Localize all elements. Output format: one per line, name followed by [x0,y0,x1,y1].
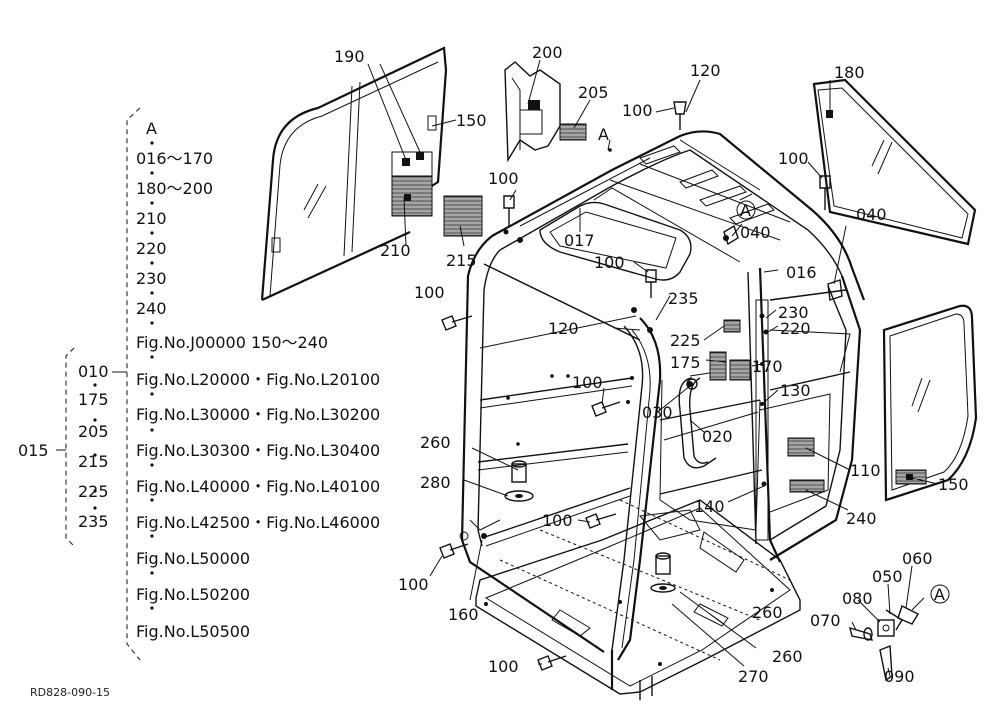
legend-group: A [146,119,157,138]
label-205 [559,123,587,141]
callout: 240 [846,509,877,528]
legend-group: Fig.No.L50200 [136,585,250,604]
bracket-040-right [827,279,843,301]
callout: 270 [738,667,769,686]
assembly-number: 015 [18,441,49,460]
callout: 070 [810,611,841,630]
callout: 050 [872,567,903,586]
callout: A [740,201,751,220]
callout: 020 [702,427,733,446]
cab-floor [475,499,801,700]
callout: 016 [786,263,817,282]
callout: 100 [398,575,429,594]
latch-assembly [849,605,919,682]
legend-group: Fig.No.L30000・Fig.No.L30200 [136,405,380,424]
legend-dots [93,141,154,610]
callout: 080 [842,589,873,608]
callout: 100 [414,283,445,302]
legend-group: 230 [136,269,167,288]
bolts [439,101,831,671]
legend-group: 016～170 [136,149,213,168]
legend-group: 240 [136,299,167,318]
callout: 205 [578,83,609,102]
callout: 225 [670,331,701,350]
sub-part: 205 [78,422,109,441]
callout-labels: 190 150 200 205 120 100 180 A 100 100 04… [334,43,969,686]
rubber-mount-floor [650,552,676,593]
callout: 120 [690,61,721,80]
legend-group: 210 [136,209,167,228]
callout: 260 [772,647,803,666]
callout: 140 [694,497,725,516]
callout: A [598,125,609,144]
sub-part: 175 [78,390,109,409]
legend-group: Fig.No.L40000・Fig.No.L40100 [136,477,380,496]
label-215 [443,195,483,237]
sub-part: 215 [78,452,109,471]
callout: 180 [834,63,865,82]
callout: 215 [446,251,477,270]
callout: 200 [532,43,563,62]
right-side-glass [882,304,978,502]
rubber-mount-left [504,460,534,502]
callout: 160 [448,605,479,624]
callout: 235 [668,289,699,308]
callout: 100 [488,169,519,188]
legend-group: Fig.No.L20000・Fig.No.L20100 [136,370,380,389]
legend-group: 220 [136,239,167,258]
legend-group: Fig.No.L50000 [136,549,250,568]
callout: 110 [850,461,881,480]
callout: 210 [380,241,411,260]
legend-bracket [56,107,154,661]
callout: 030 [642,403,673,422]
leader-lines [367,59,939,677]
callout: 230 [778,303,809,322]
callout: 100 [542,511,573,530]
callout: 190 [334,47,365,66]
door-lock-plate [391,151,433,217]
callout: 090 [884,667,915,686]
drawing-id: RD828-090-15 [30,686,110,699]
callout: 040 [856,205,887,224]
callout: 260 [420,433,451,452]
callout: 120 [548,319,579,338]
callout: 040 [740,223,771,242]
sub-part: 010 [78,362,109,381]
callout: 017 [564,231,595,250]
latch-bracket-200 [504,61,561,163]
callout: 060 [902,549,933,568]
legend-group: 180～200 [136,179,213,198]
legend-group: Fig.No.L42500・Fig.No.L46000 [136,513,380,532]
legend-group: Fig.No.L30300・Fig.No.L30400 [136,441,380,460]
callout: 175 [670,353,701,372]
callout: 100 [488,657,519,676]
view-marker-circle [736,200,756,220]
legend-group: Fig.No.J00000 150～240 [136,333,328,352]
left-door-glass [260,46,448,301]
callout: 130 [780,381,811,400]
callout: 150 [456,111,487,130]
callout: 260 [752,603,783,622]
legend-text: A 016～170 180～200 210 220 230 240 Fig.No… [18,119,380,641]
callout: 170 [752,357,783,376]
legend-group: Fig.No.L50500 [136,622,250,641]
callout: 220 [780,319,811,338]
sub-part: 235 [78,512,109,531]
callout: 280 [420,473,451,492]
roof-glass [812,78,977,246]
callout: A [934,585,945,604]
callout: 100 [622,101,653,120]
callout: 100 [778,149,809,168]
callout: 100 [594,253,625,272]
bracket-040 [723,224,739,246]
cab-frame [460,130,866,661]
sub-part: 225 [78,482,109,501]
callout: 100 [572,373,603,392]
callout: 150 [938,475,969,494]
view-marker-circle [930,584,950,604]
